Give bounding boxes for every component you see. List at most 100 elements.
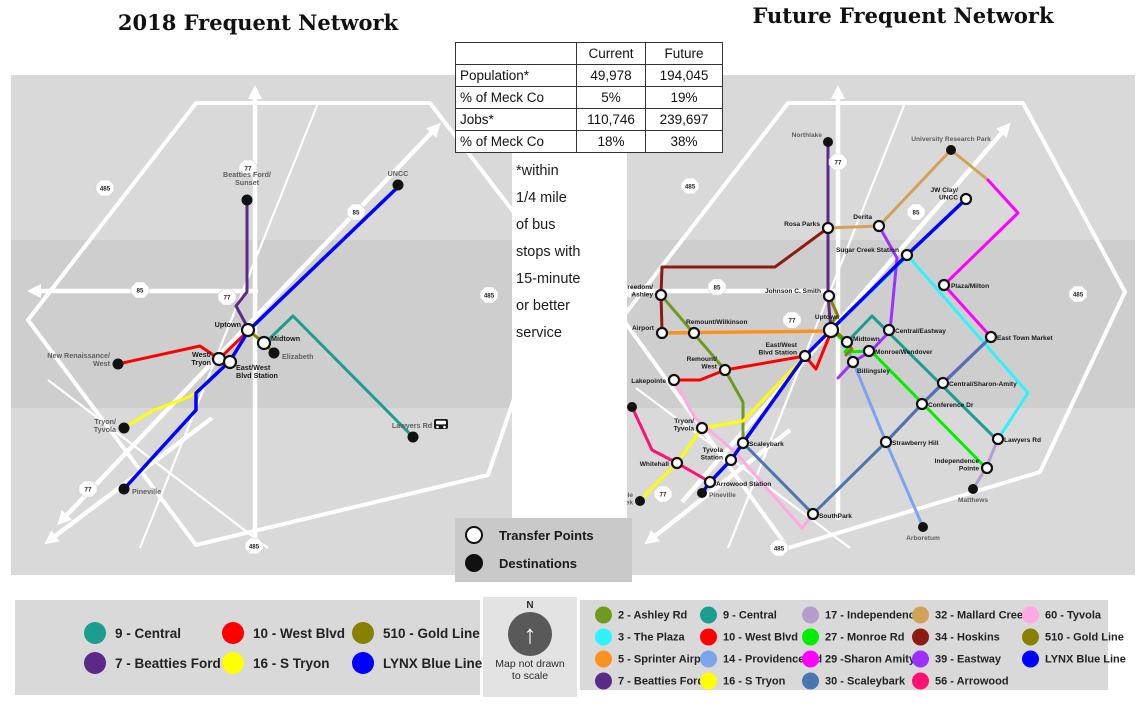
transfer-point-icon xyxy=(465,526,483,544)
legend-item-9-central: 9 - Central xyxy=(84,622,181,644)
legend-item-510-gold-line: 510 - Gold Line xyxy=(1022,628,1124,646)
compass-icon: ↑ xyxy=(508,612,552,656)
route-color-dot xyxy=(222,622,244,644)
route-color-dot xyxy=(700,628,717,646)
table-cell: Population* xyxy=(455,64,577,87)
route-color-dot xyxy=(352,622,374,644)
route-color-dot xyxy=(912,650,929,668)
legend-label: 29 -Sharon Amity xyxy=(825,653,916,665)
route-color-dot xyxy=(1022,628,1039,646)
legend-transfer-points: Transfer Points xyxy=(465,526,594,544)
legend-item-3-the-plaza: 3 - The Plaza xyxy=(595,628,685,646)
table-row: % of Meck Co 5% 19% xyxy=(455,86,723,109)
population-jobs-table: Current Future Population* 49,978 194,04… xyxy=(455,42,723,153)
legend-label: 30 - Scaleybark xyxy=(825,675,906,687)
legend-item-39-eastway: 39 - Eastway xyxy=(912,650,1001,668)
footnote-line: of bus xyxy=(516,217,556,233)
route-color-dot xyxy=(700,672,717,690)
legend-item-30-scaleybark: 30 - Scaleybark xyxy=(802,672,906,690)
footnote-line: 15-minute xyxy=(516,271,581,287)
legend-label: 3 - The Plaza xyxy=(618,631,685,643)
legend-label: 9 - Central xyxy=(723,609,777,621)
footnote-line: 1/4 mile xyxy=(516,190,567,206)
legend-label: LYNX Blue Line xyxy=(1045,653,1126,665)
legend-label: LYNX Blue Line xyxy=(383,655,483,671)
legend-item-5-sprinter-airport: 5 - Sprinter Airport xyxy=(595,650,715,668)
footnote-line: stops with xyxy=(516,244,581,260)
legend-label: 7 - Beatties Ford xyxy=(618,675,705,687)
legend-label: 16 - S Tryon xyxy=(253,655,330,671)
compass-panel: N ↑ Map not drawn to scale xyxy=(483,597,577,697)
legend-item-510-gold-line: 510 - Gold Line xyxy=(352,622,480,644)
legend-label: Transfer Points xyxy=(499,527,594,543)
legend-label: 7 - Beatties Ford xyxy=(115,655,221,671)
route-color-dot xyxy=(802,606,819,624)
route-color-dot xyxy=(1022,650,1039,668)
legend-item-7-beatties-ford: 7 - Beatties Ford xyxy=(595,672,705,690)
legend-item-60-tyvola: 60 - Tyvola xyxy=(1022,606,1102,624)
legend-label: 34 - Hoskins xyxy=(935,631,1000,643)
route-color-dot xyxy=(802,650,819,668)
legend-label: 16 - S Tryon xyxy=(723,675,786,687)
table-cell: 19% xyxy=(645,86,723,109)
table-cell: % of Meck Co xyxy=(455,130,577,153)
route-color-dot xyxy=(700,606,717,624)
legend-item-10-west-blvd: 10 - West Blvd xyxy=(700,628,798,646)
legend-panel-2018 xyxy=(15,600,480,695)
route-color-dot xyxy=(1022,606,1039,624)
title-2018-network: 2018 Frequent Network xyxy=(117,10,399,35)
compass-caption: Map not drawn xyxy=(495,658,565,670)
legend-item-27-monroe-rd: 27 - Monroe Rd xyxy=(802,628,905,646)
legend-item-16-s-tryon: 16 - S Tryon xyxy=(222,652,330,674)
table-cell: Jobs* xyxy=(455,108,577,131)
legend-label: 510 - Gold Line xyxy=(1045,631,1124,643)
route-color-dot xyxy=(595,628,612,646)
legend-item-lynx-blue-line: LYNX Blue Line xyxy=(1022,650,1126,668)
table-cell: 110,746 xyxy=(576,108,646,131)
table-row: Jobs* 110,746 239,697 xyxy=(455,108,723,131)
route-color-dot xyxy=(700,650,717,668)
route-color-dot xyxy=(912,628,929,646)
legend-label: 10 - West Blvd xyxy=(723,631,798,643)
route-color-dot xyxy=(912,606,929,624)
legend-item-56-arrowood: 56 - Arrowood xyxy=(912,672,1009,690)
legend-item-29-sharon-amity: 29 -Sharon Amity xyxy=(802,650,916,668)
legend-destinations: Destinations xyxy=(465,554,577,572)
compass-north-label: N xyxy=(526,600,534,611)
footnote-line: or better xyxy=(516,298,570,314)
table-cell: 49,978 xyxy=(576,64,646,87)
table-cell: 239,697 xyxy=(645,108,723,131)
route-color-dot xyxy=(84,622,106,644)
legend-label: 27 - Monroe Rd xyxy=(825,631,905,643)
footnote-quarter-mile: *within 1/4 mile of bus stops with 15-mi… xyxy=(516,158,626,347)
table-header-future: Future xyxy=(645,42,723,65)
route-color-dot xyxy=(352,652,374,674)
route-color-dot xyxy=(595,650,612,668)
table-cell xyxy=(455,42,577,65)
table-cell: 18% xyxy=(576,130,646,153)
footnote-line: *within xyxy=(516,163,559,179)
legend-label: 17 - Independence xyxy=(825,609,921,621)
legend-item-2-ashley-rd: 2 - Ashley Rd xyxy=(595,606,688,624)
table-cell: 38% xyxy=(645,130,723,153)
table-header-current: Current xyxy=(576,42,646,65)
table-cell: 5% xyxy=(576,86,646,109)
route-color-dot xyxy=(802,628,819,646)
north-arrow-icon: ↑ xyxy=(523,619,537,649)
legend-item-32-mallard-creek: 32 - Mallard Creek xyxy=(912,606,1029,624)
compass-caption: to scale xyxy=(511,670,549,682)
destination-icon xyxy=(465,554,483,572)
legend-item-lynx-blue-line: LYNX Blue Line xyxy=(352,652,482,674)
legend-label: 2 - Ashley Rd xyxy=(618,609,688,621)
symbol-legend: Transfer Points Destinations xyxy=(455,518,632,582)
route-color-dot xyxy=(802,672,819,690)
legend-label: 60 - Tyvola xyxy=(1045,609,1102,621)
legend-item-34-hoskins: 34 - Hoskins xyxy=(912,628,1000,646)
route-color-dot xyxy=(222,652,244,674)
legend-item-14-providence-rd: 14 - Providence Rd xyxy=(700,650,822,668)
route-color-dot xyxy=(595,672,612,690)
legend-label: Destinations xyxy=(499,555,578,571)
legend-item-10-west-blvd: 10 - West Blvd xyxy=(222,622,345,644)
table-row: Current Future xyxy=(455,42,723,65)
